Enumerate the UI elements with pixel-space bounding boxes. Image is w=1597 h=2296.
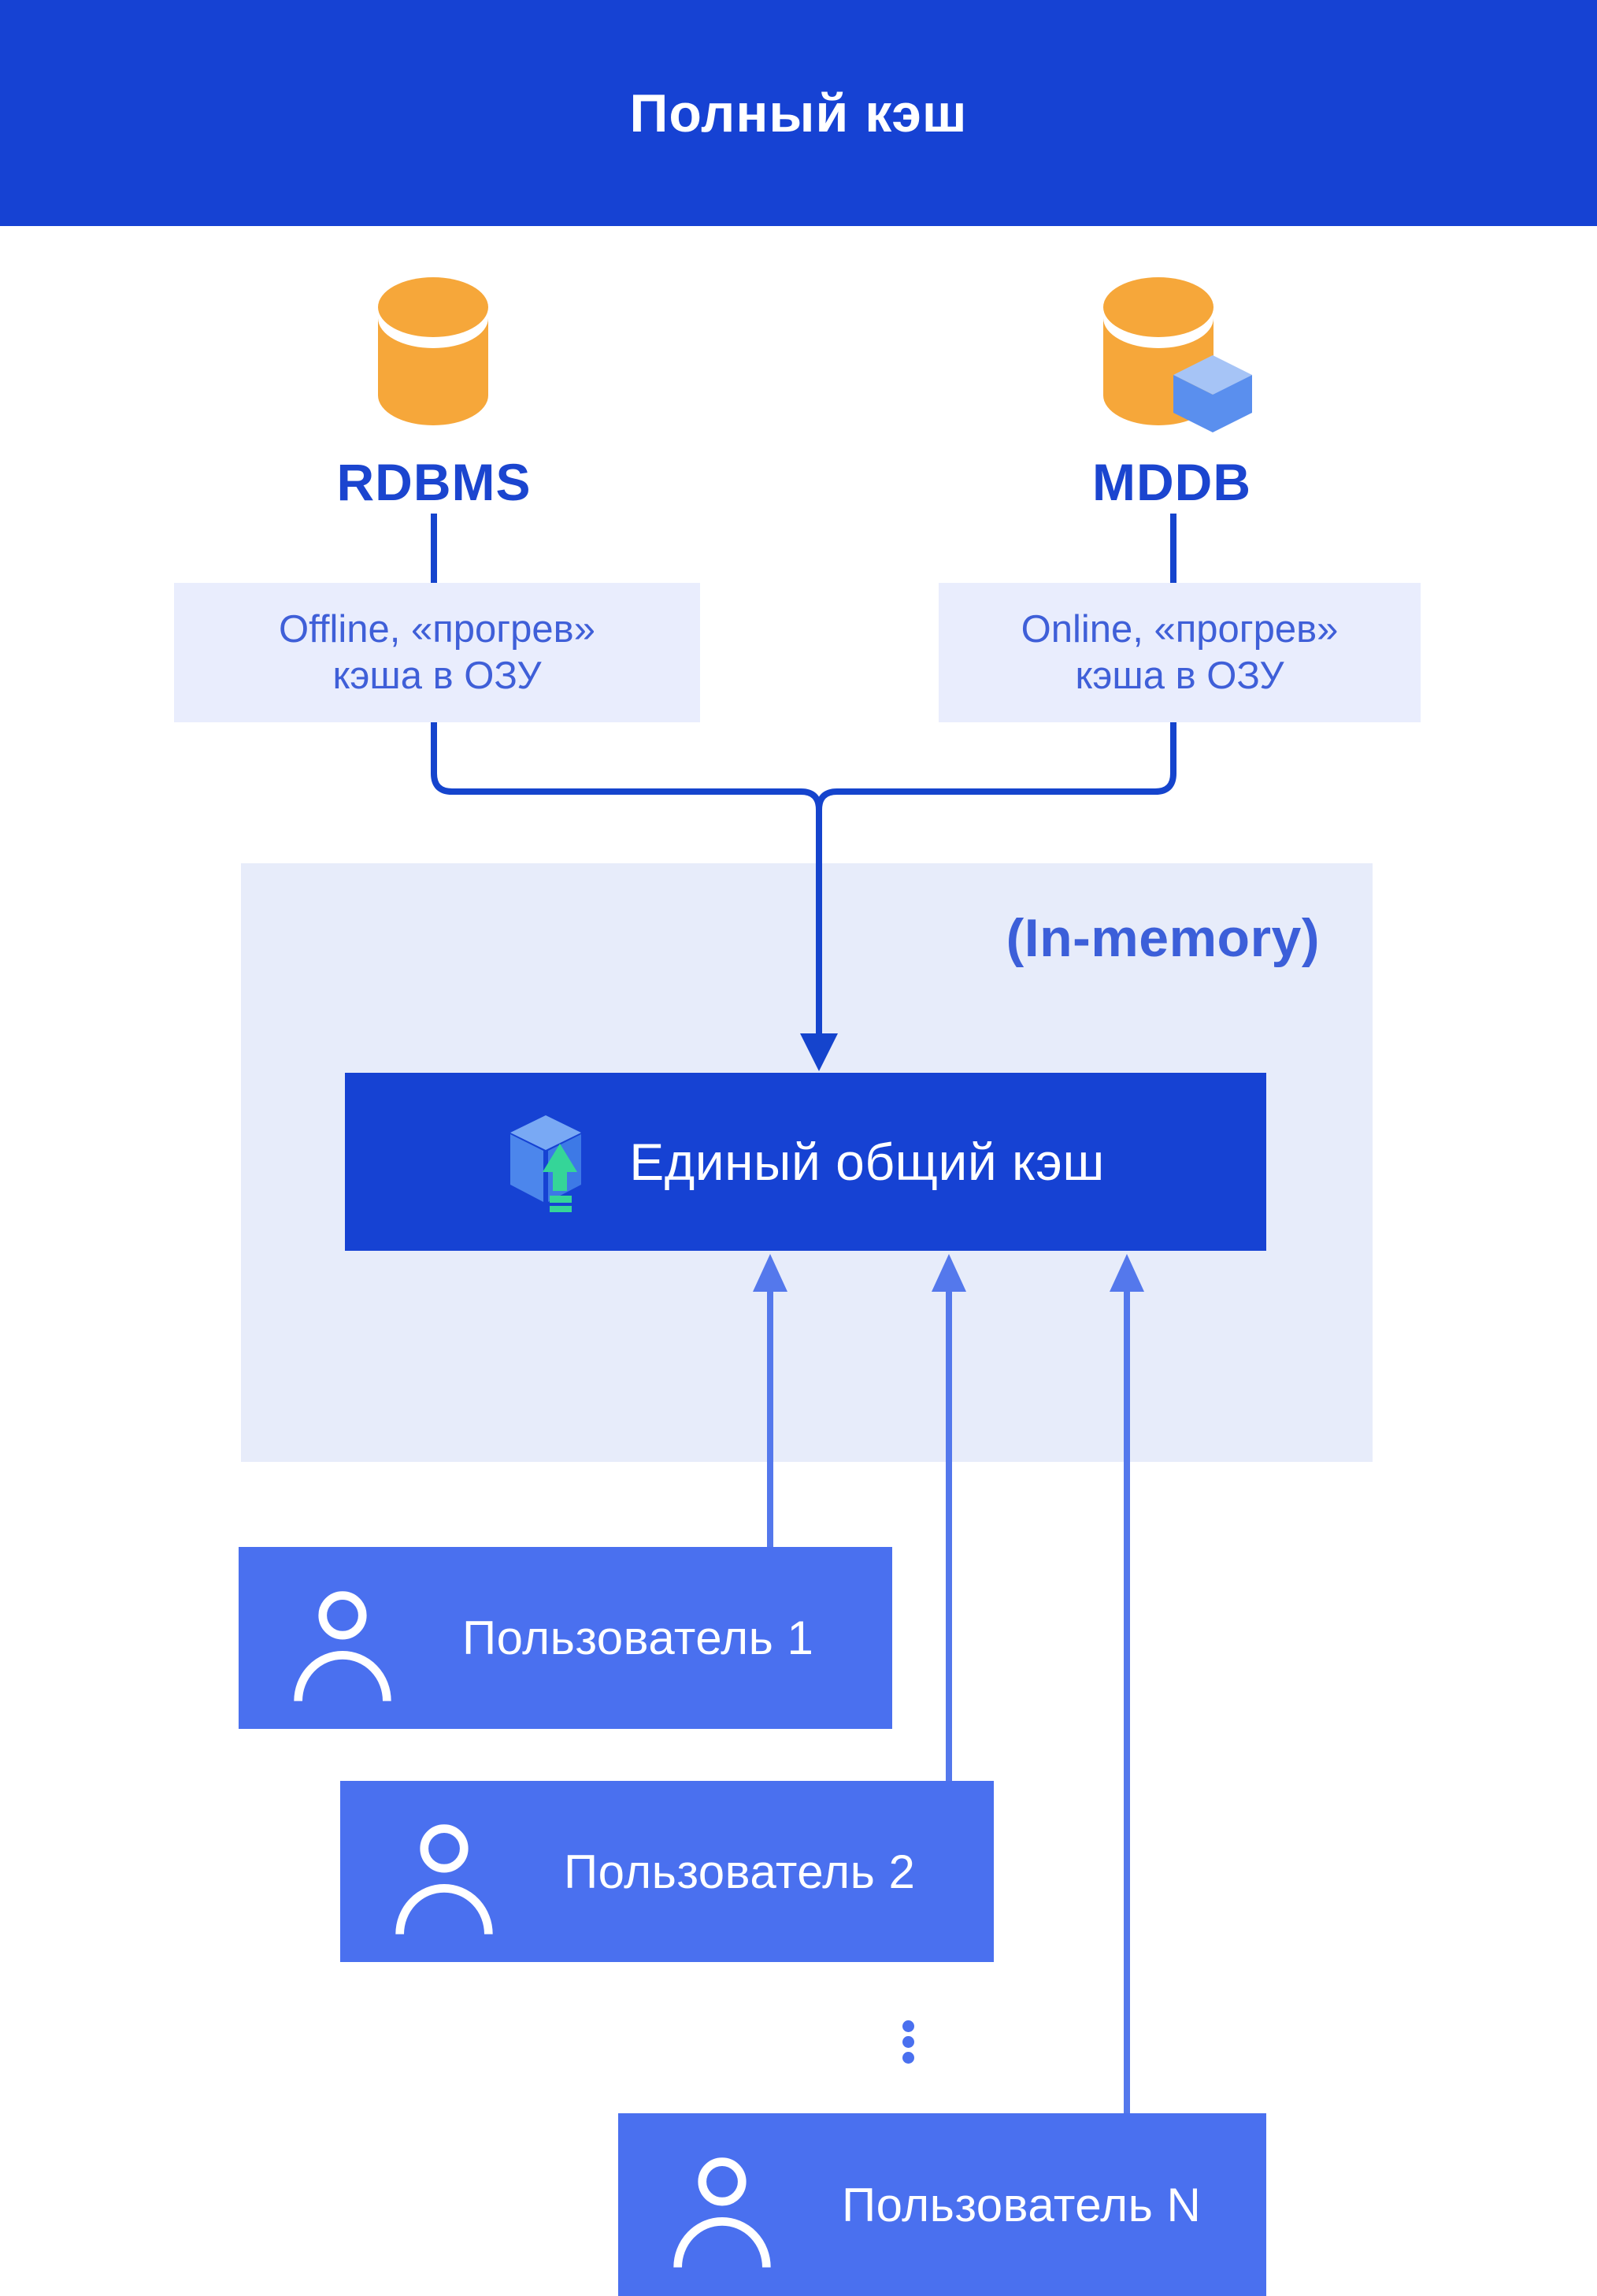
in-memory-caption: (In-memory): [1006, 908, 1320, 968]
user-label-2: Пользователь 2: [564, 1845, 916, 1898]
source-label-rdbms: RDBMS: [336, 453, 532, 511]
user-box-1: Пользователь 1: [239, 1547, 892, 1729]
shared-cache-label: Единый общий кэш: [629, 1133, 1105, 1191]
note-offline: Offline, «прогрев» кэша в ОЗУ: [174, 583, 700, 722]
cube-upload-icon: [510, 1115, 582, 1212]
shared-cache-box: Единый общий кэш: [345, 1073, 1266, 1251]
database-icon: [378, 277, 488, 425]
user-label-1: Пользователь 1: [462, 1612, 814, 1664]
user-icon: [395, 1824, 493, 1934]
user-icon: [673, 2157, 771, 2268]
page-title: Полный кэш: [629, 83, 968, 143]
note-online-line1: Online, «прогрев»: [1021, 607, 1339, 651]
ellipsis-icon: [902, 2020, 914, 2068]
note-online: Online, «прогрев» кэша в ОЗУ: [939, 583, 1421, 722]
ellipsis-dot: [902, 2020, 914, 2032]
ellipsis-dot: [902, 2036, 914, 2048]
note-offline-line2: кэша в ОЗУ: [332, 654, 542, 697]
ellipsis-dot: [902, 2052, 914, 2064]
user-icon: [294, 1590, 391, 1701]
database-cube-icon: [1103, 277, 1252, 432]
source-label-mddb: MDDB: [1092, 453, 1251, 511]
note-online-line2: кэша в ОЗУ: [1075, 654, 1284, 697]
user-box-n: Пользователь N: [618, 2113, 1266, 2296]
note-offline-line1: Offline, «прогрев»: [279, 607, 595, 651]
user-label-n: Пользователь N: [842, 2178, 1202, 2231]
user-box-2: Пользователь 2: [340, 1781, 994, 1962]
title-banner: Полный кэш: [0, 0, 1597, 226]
